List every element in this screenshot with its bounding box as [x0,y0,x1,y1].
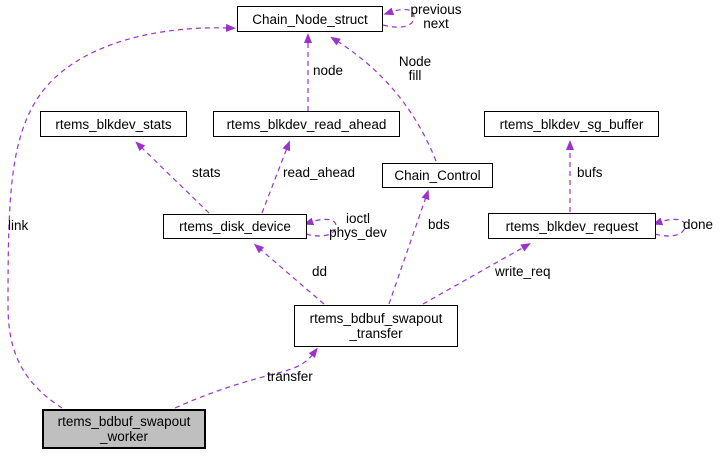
node-label: Chain_Node_struct [252,11,368,27]
node-label-line2: _transfer [349,326,403,341]
edge-label-node: node [313,63,344,78]
edge-label-dd: dd [312,264,328,279]
edge-label-link: link [8,218,29,233]
edge-label-stats: stats [192,165,221,180]
edge-label-bds: bds [428,217,450,232]
node-rtems-bdbuf-swapout-transfer[interactable]: rtems_bdbuf_swapout _transfer [294,305,458,347]
edge-label-done: done [683,217,714,232]
edge-previous-next-selfloop [382,7,415,28]
node-label-line2: _worker [99,429,148,444]
edge-stats [135,141,210,214]
edge-label-phys-dev: phys_dev [329,225,387,240]
edge-label-node-member: Node [398,54,432,69]
node-chain-control[interactable]: Chain_Control [382,163,493,188]
edge-bds [388,189,430,305]
node-rtems-disk-device[interactable]: rtems_disk_device [163,214,307,239]
node-rtems-blkdev-sg-buffer[interactable]: rtems_blkdev_sg_buffer [484,111,659,137]
edge-label-previous: previous [410,2,462,17]
node-label-line1: rtems_bdbuf_swapout [57,414,191,429]
edge-done-selfloop [652,217,686,237]
node-label: rtems_blkdev_read_ahead [226,116,387,132]
node-label-line1: rtems_bdbuf_swapout [309,311,443,326]
edge-label-transfer: transfer [267,369,313,384]
edge-label-ioctl: ioctl [345,211,370,226]
node-label: rtems_disk_device [179,219,291,234]
edge-label-fill: fill [408,68,422,83]
edge-label-write-req: write_req [495,264,551,279]
edge-label-read-ahead: read_ahead [283,165,356,180]
node-rtems-blkdev-stats[interactable]: rtems_blkdev_stats [40,111,187,137]
node-label: rtems_blkdev_stats [55,116,172,132]
edge-link [7,23,236,409]
node-label: Chain_Control [394,168,481,183]
node-rtems-blkdev-read-ahead[interactable]: rtems_blkdev_read_ahead [213,111,400,137]
edge-label-bufs: bufs [577,165,603,180]
node-label: rtems_blkdev_request [505,218,639,234]
edge-transfer [174,347,318,409]
edge-write-req [422,243,531,305]
edge-read-ahead [261,140,291,214]
node-label: rtems_blkdev_sg_buffer [499,116,644,132]
edge-label-next: next [423,16,449,31]
node-rtems-bdbuf-swapout-worker[interactable]: rtems_bdbuf_swapout _worker [42,409,206,449]
node-chain-node-struct[interactable]: Chain_Node_struct [237,6,383,32]
node-rtems-blkdev-request[interactable]: rtems_blkdev_request [488,213,656,239]
edge-node-fill [330,36,437,162]
